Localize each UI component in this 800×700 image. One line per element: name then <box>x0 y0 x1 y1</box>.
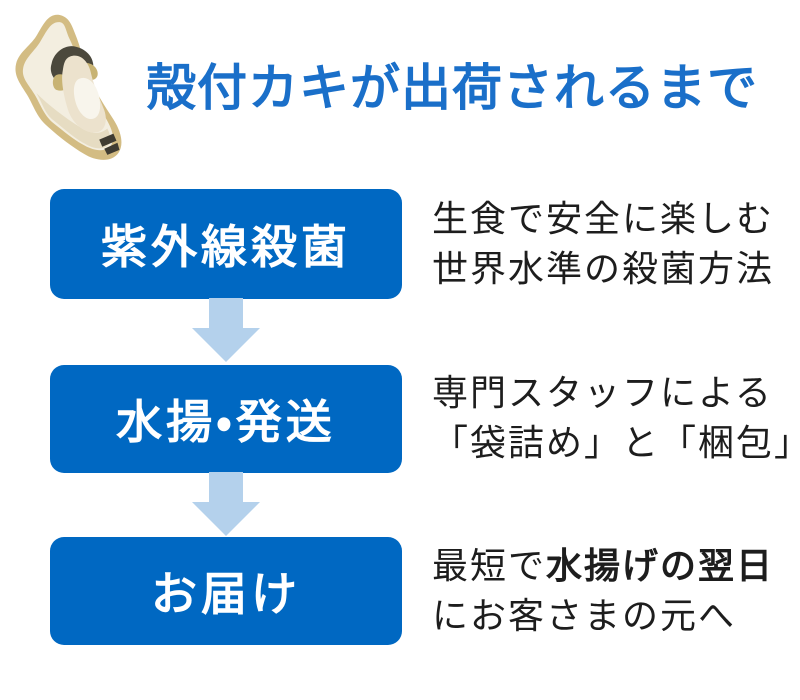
step-label: お届け <box>151 568 301 620</box>
step-description-landing-shipping: 専門スタッフによる 「袋詰め」と「梱包」 <box>432 368 800 468</box>
step-description-uv-sterilization: 生食で安全に楽しむ 世界水準の殺菌方法 <box>432 194 774 294</box>
description-text-bold: 水揚げの翌日 <box>546 545 775 586</box>
description-line: 生食で安全に楽しむ <box>432 198 775 239</box>
description-line: にお客さまの元へ <box>432 595 737 636</box>
oyster-icon <box>15 14 122 160</box>
down-arrow-icon <box>192 298 260 362</box>
description-text: 最短で <box>432 545 547 586</box>
description-line: 「袋詰め」と「梱包」 <box>432 422 800 463</box>
step-box-uv-sterilization: 紫外線殺菌 <box>50 189 402 299</box>
description-line: 世界水準の殺菌方法 <box>432 248 775 289</box>
description-line: 専門スタッフによる <box>432 372 773 413</box>
step-box-delivery: お届け <box>50 537 402 645</box>
step-description-delivery: 最短で水揚げの翌日 にお客さまの元へ <box>432 541 774 641</box>
step-box-landing-shipping: 水揚・発送 <box>50 365 402 473</box>
description-line: 最短で水揚げの翌日 <box>432 541 774 591</box>
down-arrow-icon <box>192 472 260 536</box>
step-label: 水揚・発送 <box>116 396 336 448</box>
page-title: 殻付カキが出荷されるまで <box>146 60 758 116</box>
step-label: 紫外線殺菌 <box>101 221 351 273</box>
